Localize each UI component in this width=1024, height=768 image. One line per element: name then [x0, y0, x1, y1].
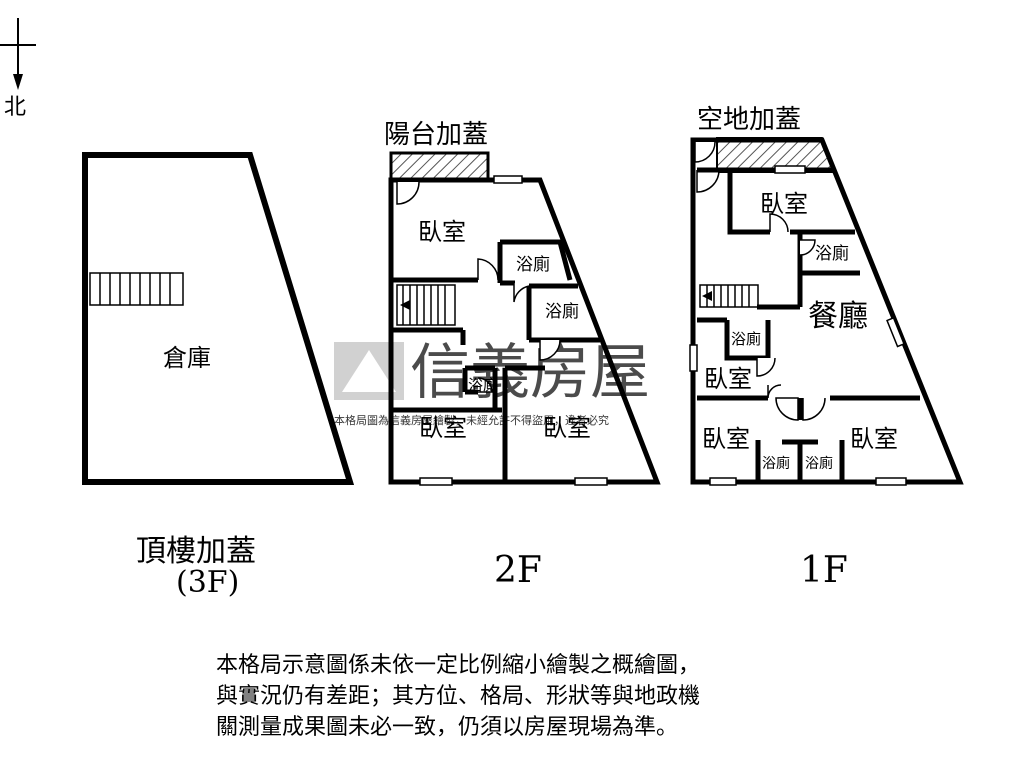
door-icon	[694, 141, 716, 163]
stairs-icon	[396, 284, 456, 326]
window	[493, 175, 523, 184]
window	[875, 477, 907, 486]
door-icon	[799, 239, 816, 256]
disclaimer-line: 關測量成果圖未必一致，仍須以房屋現場為準。	[216, 715, 679, 740]
door-icon	[802, 397, 826, 421]
room-dining-label: 餐廳	[808, 299, 868, 334]
door-icon	[513, 283, 530, 303]
room-bedroom-label: 臥室	[704, 365, 752, 393]
floor1-caption: 1F	[800, 550, 848, 591]
door-icon	[775, 397, 799, 421]
room-bathroom-label: 浴廁	[762, 455, 790, 472]
disclaimer: 本格局示意圖係未依一定比例縮小繪製之概繪圖， 與實況仍有差距；其方位、格局、形狀…	[216, 650, 856, 743]
room-bathroom-label: 浴廁	[805, 455, 833, 472]
room-bedroom-label: 臥室	[419, 414, 467, 442]
room-bathroom-label: 浴廁	[545, 301, 579, 322]
watermark-notice: 本格局圖為信義房屋繪製，未經允許不得盜用，違者必究	[334, 413, 609, 427]
room-bathroom-label: 浴廁	[815, 243, 849, 264]
disclaimer-line: 與實況仍有差距；其方位、格局、形狀等與地政機	[216, 684, 701, 709]
door-icon	[396, 181, 420, 205]
window	[689, 344, 698, 372]
door-icon	[539, 339, 561, 361]
window	[886, 316, 906, 348]
room-bedroom-label: 臥室	[760, 190, 808, 218]
room-bedroom-label: 臥室	[702, 425, 750, 453]
compass-north-label: 北	[4, 95, 26, 120]
room-bedroom-label: 臥室	[850, 425, 898, 453]
floor3-plan: 倉庫	[82, 152, 355, 485]
floor3-caption-sub: (3F)	[176, 565, 240, 600]
balcony-hatch	[389, 151, 490, 183]
watermark-brand: 信義房屋	[410, 338, 650, 408]
window	[419, 477, 453, 486]
floor2-top-label: 陽台加蓋	[384, 120, 488, 150]
door-icon	[769, 213, 789, 233]
floor2-plan: 臥室 浴廁 浴廁 浴廁 臥室 臥室	[388, 151, 661, 486]
door-icon	[696, 169, 720, 193]
stairs-icon	[89, 272, 184, 306]
room-bathroom-label: 浴廁	[731, 330, 761, 348]
compass-icon	[0, 18, 36, 90]
room-bedroom-label: 臥室	[418, 218, 466, 246]
room-bedroom-label: 臥室	[543, 414, 591, 442]
disclaimer-line: 本格局示意圖係未依一定比例縮小繪製之概繪圖，	[216, 653, 701, 678]
room-storage-label: 倉庫	[163, 344, 211, 372]
door-icon	[756, 357, 776, 377]
room-bathroom-label: 浴廁	[468, 376, 498, 394]
window	[574, 477, 608, 486]
door-icon	[477, 377, 493, 393]
room-bathroom-label: 浴廁	[516, 254, 550, 275]
floor3-caption: 頂樓加蓋	[136, 534, 256, 569]
floor1-top-label: 空地加蓋	[697, 105, 801, 135]
stairs-icon	[699, 284, 759, 308]
door-icon	[477, 258, 499, 281]
door-icon	[767, 384, 782, 399]
window	[709, 477, 737, 486]
floor1-plan: 臥室 浴廁 餐廳 浴廁 臥室 臥室 浴廁 浴廁 臥室	[689, 137, 964, 486]
floor2-caption: 2F	[494, 550, 542, 591]
window	[774, 165, 806, 174]
